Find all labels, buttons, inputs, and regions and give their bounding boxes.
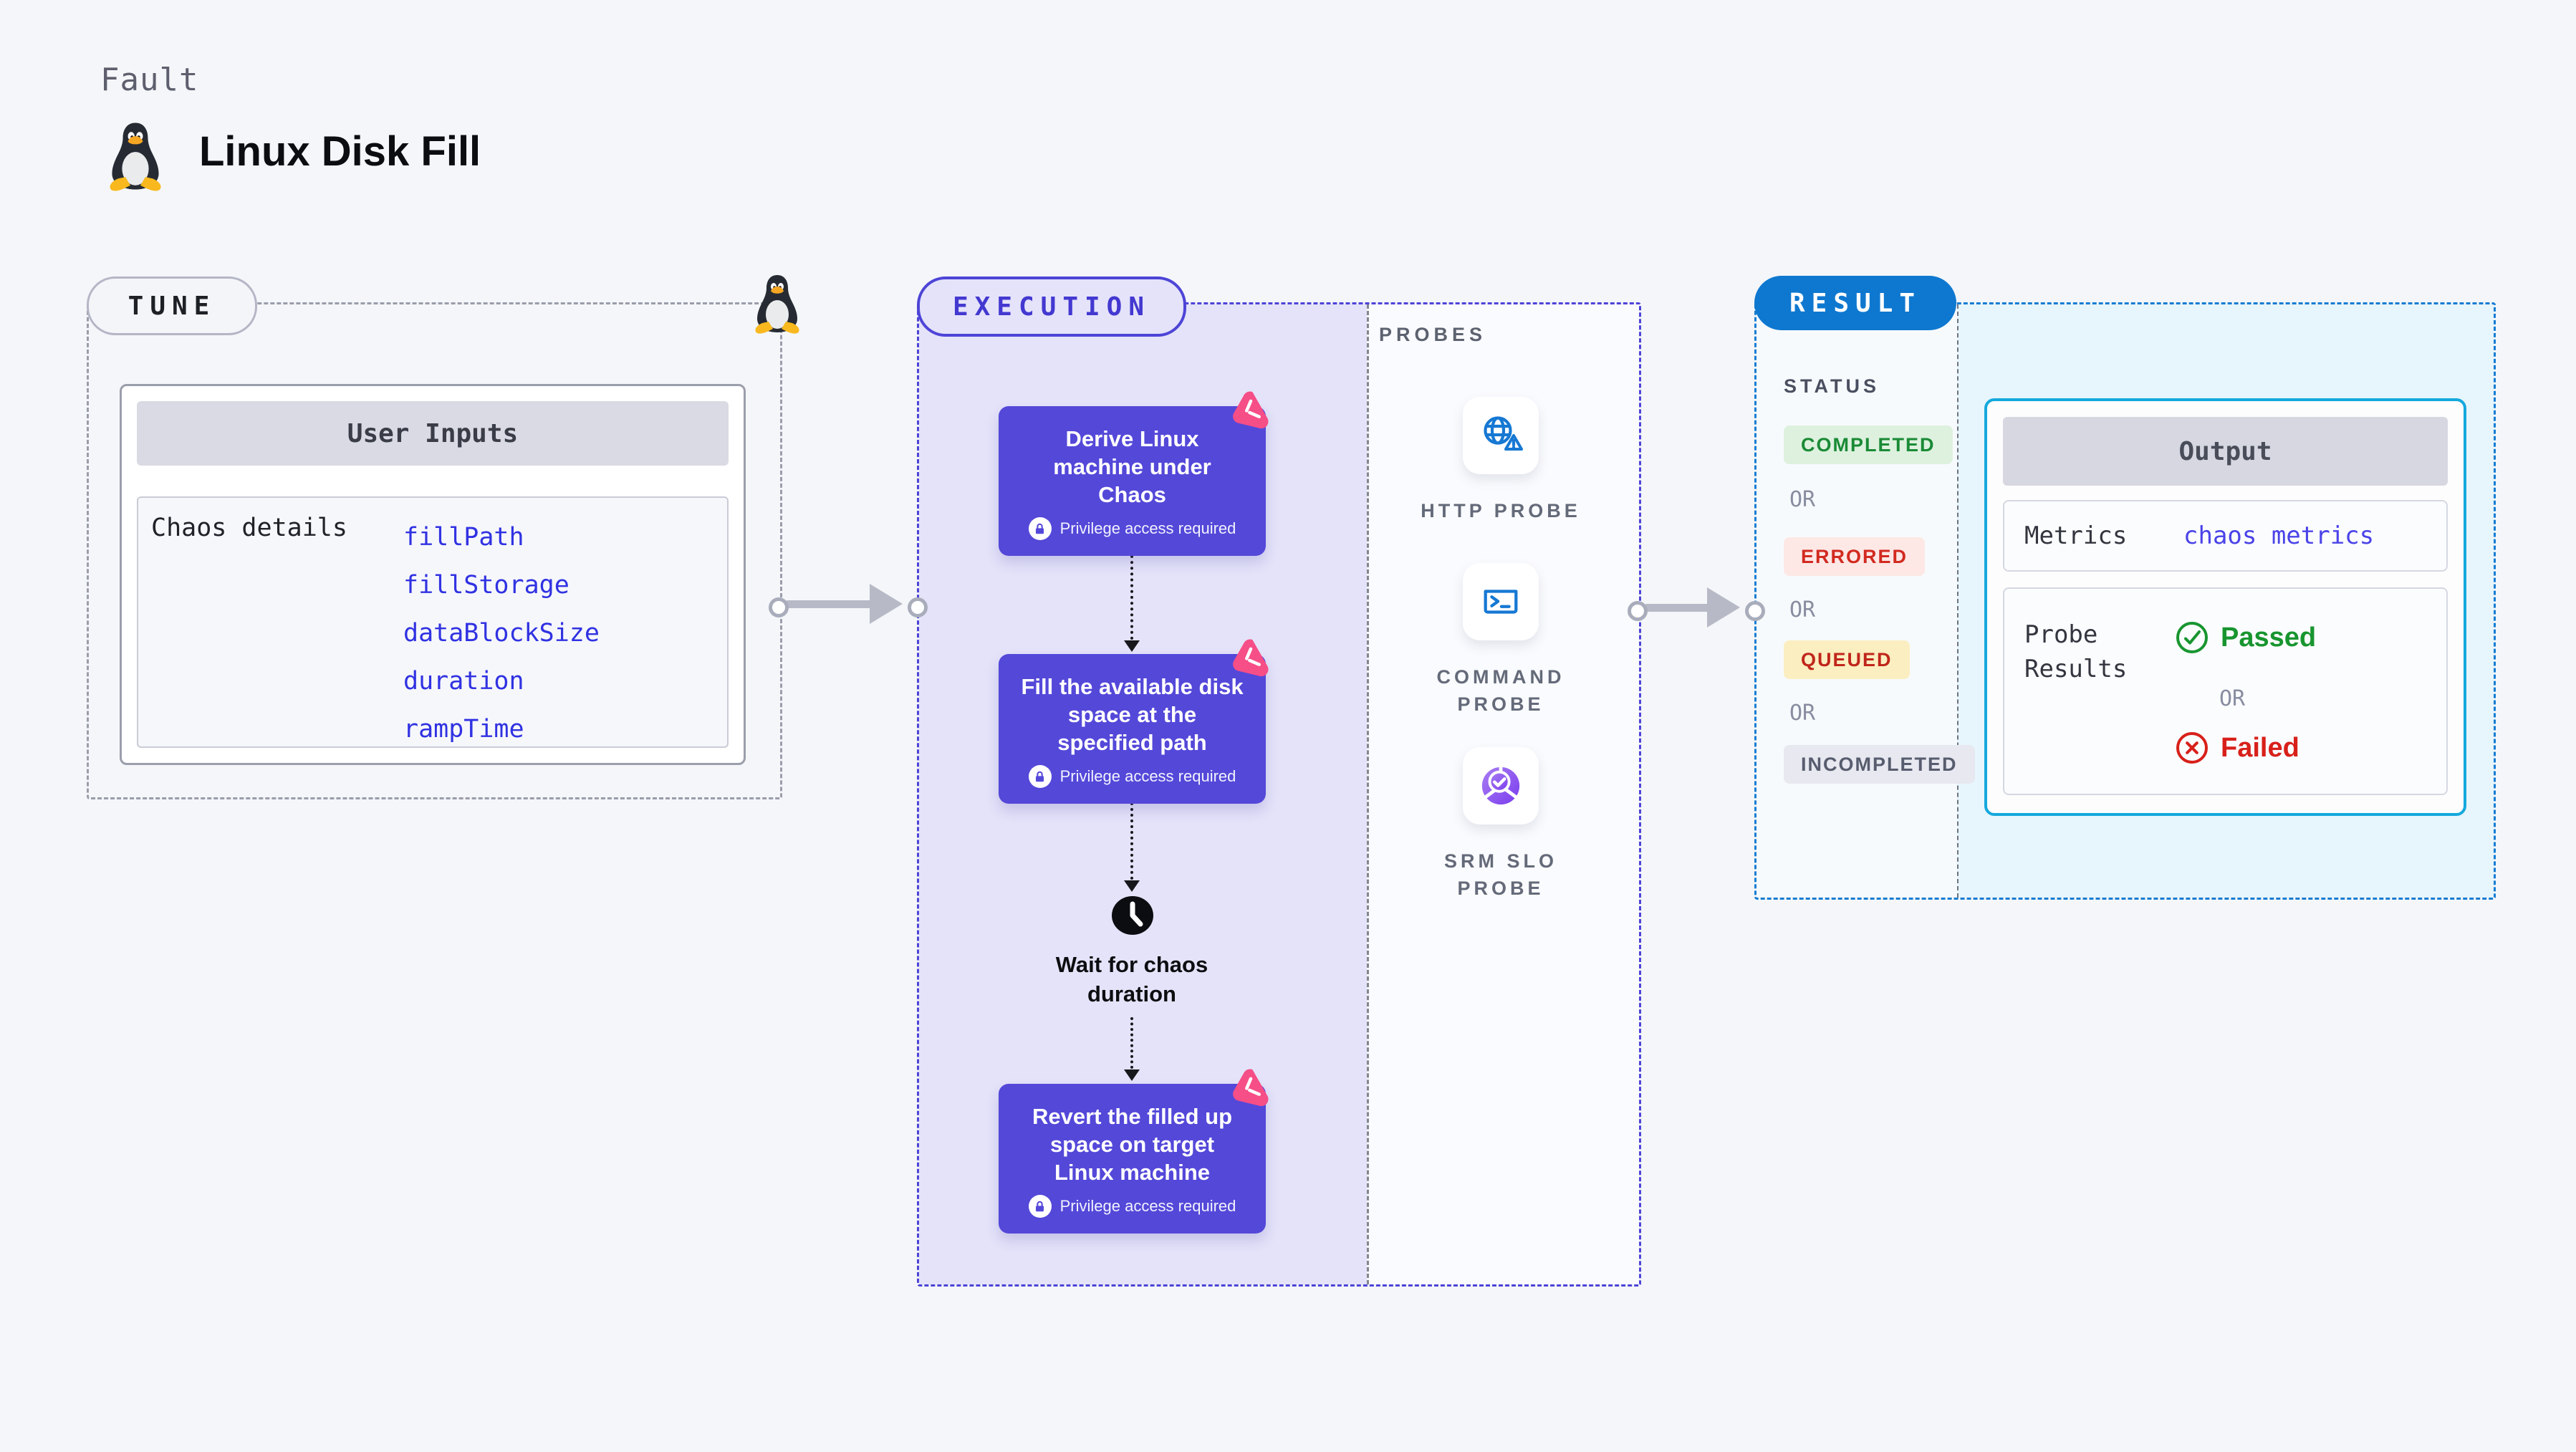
step-label: Fill the available disk space at the spe… xyxy=(1021,674,1244,755)
probe-results-label: Probe Results xyxy=(2024,620,2128,683)
probe-label-http: HTTP PROBE xyxy=(1421,500,1581,521)
failed-label: Failed xyxy=(2221,732,2299,763)
failed-indicator: Failed xyxy=(2175,731,2299,765)
chaos-litmus-icon xyxy=(1233,391,1269,429)
input-link-ramptime[interactable]: rampTime xyxy=(403,715,524,744)
flow-arrow-head xyxy=(1124,880,1140,892)
x-circle-icon xyxy=(2176,732,2208,764)
metrics-label: Metrics xyxy=(2024,521,2128,550)
status-label: STATUS xyxy=(1784,375,1880,397)
status-badge-incompleted: INCOMPLETED xyxy=(1784,745,1975,784)
input-link-fillstorage[interactable]: fillStorage xyxy=(403,571,569,600)
result-badge: RESULT xyxy=(1754,276,1956,330)
result-divider xyxy=(1957,304,1959,898)
lock-icon xyxy=(1028,517,1052,540)
chaos-details-label: Chaos details xyxy=(151,514,347,542)
globe-alert-icon xyxy=(1484,416,1523,451)
status-badge-queued: QUEUED xyxy=(1784,640,1910,679)
check-circle-icon xyxy=(2176,622,2208,653)
execution-probes-divider xyxy=(1367,304,1369,1284)
input-link-duration[interactable]: duration xyxy=(403,667,524,696)
flow-connector xyxy=(1130,1017,1133,1069)
user-inputs-title: User Inputs xyxy=(137,401,729,466)
step-label: Revert the filled up space on target Lin… xyxy=(1032,1104,1233,1185)
or-label: OR xyxy=(2219,686,2246,711)
privilege-row: Privilege access required xyxy=(999,761,1266,804)
chaos-metrics-link[interactable]: chaos metrics xyxy=(2183,521,2375,550)
chaos-litmus-icon xyxy=(1233,1069,1269,1107)
connector-node xyxy=(769,597,789,617)
flow-arrow-head xyxy=(1124,640,1140,652)
privilege-row: Privilege access required xyxy=(999,513,1266,556)
privilege-row: Privilege access required xyxy=(999,1191,1266,1234)
arrow-head xyxy=(870,584,903,624)
user-inputs-card: User Inputs Chaos details fillPath fillS… xyxy=(120,384,746,765)
output-card: Output Metrics chaos metrics Probe Resul… xyxy=(1984,398,2466,816)
step-label: Derive Linux machine under Chaos xyxy=(1053,426,1211,507)
terminal-icon xyxy=(1484,590,1518,614)
probe-results-row: Probe Results Passed OR Failed xyxy=(2003,587,2448,795)
probe-card-command xyxy=(1463,563,1539,640)
input-link-datablocksize[interactable]: dataBlockSize xyxy=(403,619,600,648)
connector-node xyxy=(1628,601,1648,621)
arrow-tune-execution xyxy=(784,600,876,608)
privilege-note: Privilege access required xyxy=(1059,1197,1236,1215)
probes-label: PROBES xyxy=(1379,324,1487,345)
probe-label-command: COMMAND PROBE xyxy=(1436,666,1565,715)
linux-tux-small-icon xyxy=(751,273,803,335)
execution-badge: EXECUTION xyxy=(917,277,1186,337)
or-label: OR xyxy=(1789,487,1816,512)
output-title: Output xyxy=(2003,417,2448,486)
status-badge-errored: ERRORED xyxy=(1784,537,1926,576)
probe-card-http xyxy=(1463,397,1539,474)
step-fill-disk: Fill the available disk space at the spe… xyxy=(999,639,1269,804)
page-title: Linux Disk Fill xyxy=(199,128,481,175)
step-revert-space: Revert the filled up space on target Lin… xyxy=(999,1069,1269,1234)
status-badge-completed: COMPLETED xyxy=(1784,425,1953,464)
fault-eyebrow: Fault xyxy=(100,62,199,98)
tune-section-box xyxy=(87,302,782,799)
tune-badge: TUNE xyxy=(87,277,257,335)
chaos-litmus-icon xyxy=(1233,639,1269,677)
passed-indicator: Passed xyxy=(2175,620,2316,655)
input-link-fillpath[interactable]: fillPath xyxy=(403,523,524,552)
probe-label-srm-slo: SRM SLO PROBE xyxy=(1443,850,1557,899)
lock-icon xyxy=(1028,765,1052,788)
probe-card-srm-slo xyxy=(1463,747,1539,824)
arrow-head xyxy=(1707,587,1740,628)
flow-connector xyxy=(1130,797,1133,880)
clock-icon xyxy=(1111,895,1154,938)
linux-tux-icon xyxy=(104,120,167,192)
flow-arrow-head xyxy=(1124,1069,1140,1081)
step-derive-machine: Derive Linux machine under Chaos Privile… xyxy=(999,391,1269,556)
chaos-input-list: fillPath fillStorage dataBlockSize durat… xyxy=(403,514,600,754)
arrow-execution-result xyxy=(1643,604,1714,612)
privilege-note: Privilege access required xyxy=(1059,519,1236,537)
flow-connector xyxy=(1130,555,1133,640)
connector-node xyxy=(1745,601,1765,621)
slo-pie-check-icon xyxy=(1481,766,1520,805)
or-label: OR xyxy=(1789,597,1816,622)
step-wait-duration: Wait for chaos duration xyxy=(1055,952,1208,1006)
metrics-row: Metrics chaos metrics xyxy=(2003,500,2448,572)
passed-label: Passed xyxy=(2221,622,2317,653)
user-inputs-body: Chaos details fillPath fillStorage dataB… xyxy=(137,496,729,748)
or-label: OR xyxy=(1789,701,1816,726)
connector-node xyxy=(908,597,928,617)
lock-icon xyxy=(1028,1195,1052,1218)
privilege-note: Privilege access required xyxy=(1059,767,1236,785)
